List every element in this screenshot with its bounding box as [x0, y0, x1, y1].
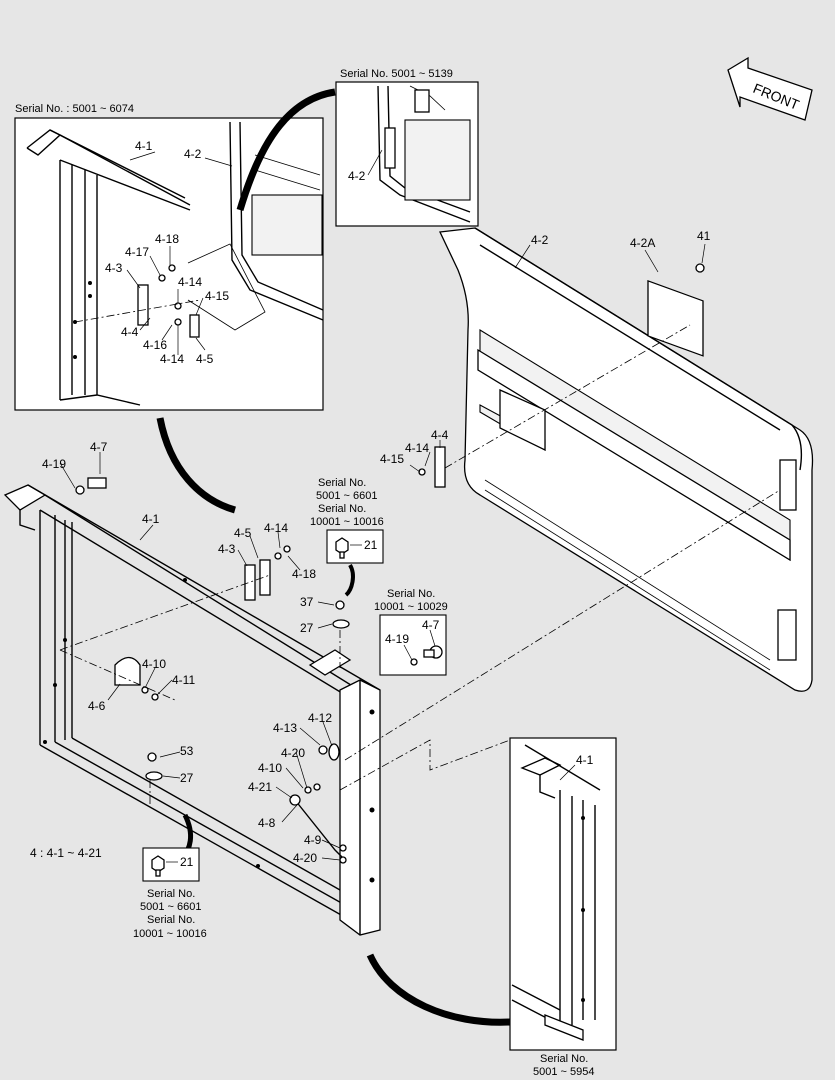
callout-fr-4-5: 4-5 — [234, 526, 252, 540]
callout-door-4-4: 4-4 — [431, 428, 449, 442]
inset-pointer-bolt-upper — [344, 563, 355, 597]
callout-tm-4-2: 4-2 — [348, 169, 366, 183]
callout-tl-4-4: 4-4 — [121, 325, 139, 339]
inset-pointer-bottom-right — [366, 953, 511, 1026]
inset-bolt-21-upper-l1: Serial No. — [318, 477, 366, 489]
callout-fr-27a: 27 — [300, 621, 314, 635]
inset-bolt-4-7: Serial No. 10001 ~ 10029 4-7 4-19 — [374, 588, 448, 676]
inset-bolt-21-lower-l2: 5001 ~ 6601 — [140, 901, 201, 913]
inset-bottom-right-serial-l1: Serial No. — [540, 1053, 588, 1065]
callout-door-4-2A: 4-2A — [630, 236, 655, 250]
callout-fr-4-3: 4-3 — [218, 542, 236, 556]
callout-tl-4-3: 4-3 — [105, 261, 123, 275]
callout-tl-4-15: 4-15 — [205, 289, 229, 303]
callout-fr-4-19b: 4-19 — [385, 632, 409, 646]
callout-fr-21a: 21 — [364, 538, 378, 552]
callout-tl-4-5: 4-5 — [196, 352, 214, 366]
callout-tl-4-2: 4-2 — [184, 147, 202, 161]
inset-pointer-top-left — [156, 417, 237, 514]
callout-tl-4-18: 4-18 — [155, 232, 179, 246]
callout-fr-4-19: 4-19 — [42, 457, 66, 471]
callout-door-4-15: 4-15 — [380, 452, 404, 466]
inset-bolt-21-lower-l1: Serial No. — [147, 888, 195, 900]
callout-tl-4-17: 4-17 — [125, 245, 149, 259]
callout-fr-4-9: 4-9 — [304, 833, 322, 847]
callout-fr-4-8: 4-8 — [258, 816, 276, 830]
callout-tl-4-14b: 4-14 — [160, 352, 184, 366]
inset-top-middle: Serial No. 5001 ~ 5139 4-2 — [335, 68, 479, 227]
door-panel: 4-2 4-2A 41 4-4 4-14 4-15 — [380, 227, 814, 692]
callout-fr-21b: 21 — [180, 855, 194, 869]
main-frame: 4-7 4-19 4-1 4-5 4-14 4-3 4-18 37 27 4-1… — [3, 440, 781, 936]
callout-fr-4-14: 4-14 — [264, 521, 288, 535]
callout-tl-4-16: 4-16 — [143, 338, 167, 352]
callout-fr-53: 53 — [180, 744, 194, 758]
callout-fr-4-7: 4-7 — [90, 440, 108, 454]
inset-bolt-21-upper-l2: 5001 ~ 6601 — [316, 490, 377, 502]
callout-door-4-14: 4-14 — [405, 441, 429, 455]
inset-bottom-right-serial-l2: 5001 ~ 5954 — [533, 1066, 594, 1078]
inset-bolt-21-lower: 21 Serial No. 5001 ~ 6601 Serial No. 100… — [133, 847, 207, 940]
callout-fr-4-6: 4-6 — [88, 699, 106, 713]
inset-bolt-21-upper-l4: 10001 ~ 10016 — [310, 516, 384, 528]
callout-fr-4-7b: 4-7 — [422, 618, 440, 632]
inset-bolt-21-upper-l3: Serial No. — [318, 503, 366, 515]
inset-bolt-4-7-l1: Serial No. — [387, 588, 435, 600]
inset-bolt-21-lower-l3: Serial No. — [147, 914, 195, 926]
callout-door-41: 41 — [697, 229, 711, 243]
inset-bottom-right: 4-1 Serial No. 5001 ~ 5954 — [509, 737, 617, 1078]
inset-top-left: Serial No. : 5001 ~ 6074 — [14, 103, 324, 411]
inset-top-middle-serial: Serial No. 5001 ~ 5139 — [340, 68, 453, 80]
callout-fr-4-1: 4-1 — [142, 512, 160, 526]
callout-tl-4-14a: 4-14 — [178, 275, 202, 289]
callout-tl-4-1: 4-1 — [135, 139, 153, 153]
callout-door-4-2: 4-2 — [531, 233, 549, 247]
callout-fr-27b: 27 — [180, 771, 194, 785]
assembly-note: 4 : 4-1 ~ 4-21 — [30, 846, 102, 860]
inset-pointer-top-middle — [236, 88, 336, 212]
callout-br-4-1: 4-1 — [576, 753, 594, 767]
callout-fr-4-20a: 4-20 — [281, 746, 305, 760]
callout-fr-4-18: 4-18 — [292, 567, 316, 581]
callout-fr-4-21: 4-21 — [248, 780, 272, 794]
inset-bolt-21-upper: Serial No. 5001 ~ 6601 Serial No. 10001 … — [310, 477, 384, 564]
callout-fr-37: 37 — [300, 595, 314, 609]
callout-fr-4-10: 4-10 — [142, 657, 166, 671]
inset-bolt-4-7-l2: 10001 ~ 10029 — [374, 601, 448, 613]
inset-bolt-21-lower-l4: 10001 ~ 10016 — [133, 928, 207, 940]
callout-fr-4-12: 4-12 — [308, 711, 332, 725]
callout-fr-4-20b: 4-20 — [293, 851, 317, 865]
callout-fr-4-13: 4-13 — [273, 721, 297, 735]
front-direction-arrow: FRONT — [727, 56, 813, 121]
callout-fr-4-11: 4-11 — [172, 673, 195, 687]
inset-top-left-serial: Serial No. : 5001 ~ 6074 — [15, 103, 134, 115]
callout-fr-4-10b: 4-10 — [258, 761, 282, 775]
